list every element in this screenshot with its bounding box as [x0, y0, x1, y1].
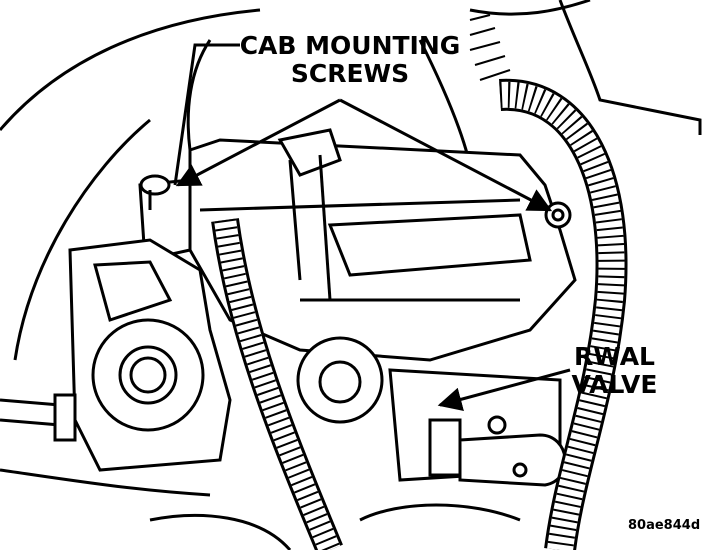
- callout-arrows: [173, 43, 571, 411]
- frame-shading: [469, 14, 511, 81]
- chassis-outline: [0, 0, 702, 550]
- wire-harness-left: [211, 218, 343, 550]
- rwal-label-line-2: VALVE: [571, 370, 658, 399]
- port-boss-left: [91, 318, 205, 432]
- figure-code: 80ae844d: [628, 518, 701, 533]
- port-boss-right: [296, 336, 384, 424]
- rwal-valve-label: RWAL VALVE: [562, 343, 667, 399]
- abs-module-body: [138, 128, 577, 362]
- cab-label-line-1: CAB MOUNTING: [239, 31, 461, 60]
- rwal-label-line-1: RWAL: [574, 342, 655, 371]
- rwal-valve-body: [388, 368, 567, 487]
- wire-harness-right: [499, 78, 628, 550]
- cab-mounting-screw-left: [139, 174, 171, 210]
- cab-label-line-2: SCREWS: [290, 59, 410, 88]
- cab-mounting-screw-right: [544, 201, 572, 229]
- cab-mounting-screws-label: CAB MOUNTING SCREWS: [235, 32, 465, 88]
